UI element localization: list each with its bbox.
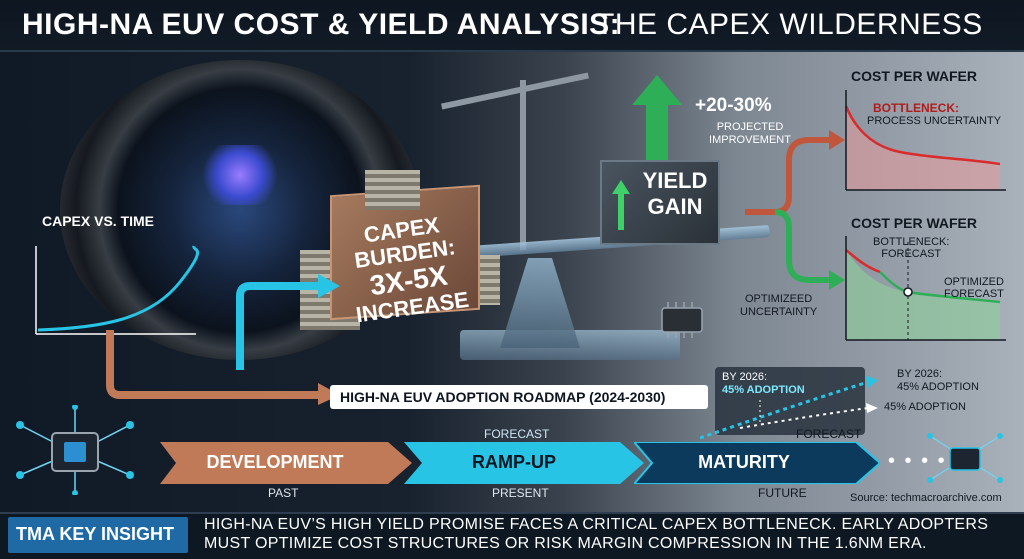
scale-pivot [500, 258, 580, 348]
cube-line: GAIN [647, 194, 703, 219]
yield-gain-text: YIELD GAIN [630, 168, 720, 220]
stage-arrow-shape [404, 442, 644, 484]
capex-chart-label: CAPEX VS. TIME [42, 213, 155, 229]
yield-percentage: +20-30% [695, 95, 772, 116]
roadmap-label: HIGH-NA EUV ADOPTION ROADMAP (2024-2030) [340, 389, 666, 405]
cost-top-line [844, 105, 1001, 166]
yield-subtitle: PROJECTED IMPROVEMENT [709, 121, 791, 146]
page-title-bold: HIGH-NA EUV COST & YIELD ANALYSIS: [22, 8, 621, 41]
insight-text: HIGH-NA EUV’S HIGH YIELD PROMISE FACES A… [204, 516, 989, 552]
insight-label-box [8, 517, 188, 553]
capex-curve-chart [35, 245, 200, 335]
optimized-forecast-line: OPTIMIZED [944, 276, 1004, 288]
cost-chart-top [844, 90, 1006, 191]
stage-arrow-rampup [404, 442, 644, 484]
cost-chart-top-title: COST PER WAFER [851, 68, 978, 84]
adoption-callout-value: 45% ADOPTION [722, 384, 805, 396]
glowing-chip-icon [200, 145, 280, 205]
forecast-left-label: FORECAST [484, 427, 550, 441]
stage-development-label: DEVELOPMENT [206, 452, 344, 472]
adoption-right-label: BY 2026: 45% ADOPTION [897, 368, 979, 394]
forecast-right-label: FORECAST [796, 427, 862, 441]
bottleneck-label: BOTTLENECK: [873, 101, 959, 115]
adoption-right-line: BY 2026: [897, 368, 943, 380]
bottleneck-sub-label: PROCESS UNCERTAINTY [867, 115, 1002, 127]
red-split-arrow [745, 137, 831, 215]
bottleneck-forecast-line: FORECAST [881, 248, 942, 260]
optimized-forecast-line: FORECAST [944, 288, 1004, 300]
small-green-arrow-icon [612, 180, 630, 230]
copper-connector-line [106, 330, 320, 399]
forecast-point-marker [903, 287, 913, 297]
stage-maturity-label: MATURITY [698, 452, 790, 472]
stage-rampup-label: RAMP-UP [472, 452, 556, 472]
network-chip-icon [927, 433, 1003, 483]
adoption-callout-line: BY 2026: [722, 371, 768, 383]
adoption-right-line: 45% ADOPTION [897, 381, 979, 393]
optimized-uncertainty-label: OPTIMIZEED UNCERTAINTY [740, 293, 817, 319]
cyan-arrow-head-icon [866, 376, 878, 388]
stage-arrow-shape [634, 442, 880, 484]
bottleneck-forecast-line: BOTTLENECK: [873, 236, 950, 248]
red-arrow-head-icon [829, 130, 845, 150]
title-bar [0, 0, 1024, 52]
green-up-arrow-icon [632, 75, 682, 165]
stage-time-future: FUTURE [758, 486, 807, 500]
white-arrow-head-icon [866, 403, 878, 413]
insight-label: TMA KEY INSIGHT [16, 524, 175, 544]
optimized-uncertainty-line: OPTIMIZEED [744, 293, 813, 305]
green-arrow-head-icon [829, 270, 845, 290]
cost-bottom-red-line [845, 249, 881, 274]
capex-curve [37, 245, 200, 332]
copper-arrow-head-icon [318, 383, 340, 405]
adoption-lower-label: 45% ADOPTION [884, 401, 966, 413]
split-arrows [745, 130, 845, 290]
cyan-connector-line [236, 282, 320, 370]
cost-top-area [846, 106, 1000, 190]
green-split-arrow [774, 209, 831, 283]
cost-chart-bottom-title: COST PER WAFER [851, 215, 978, 231]
stage-time-present: PRESENT [492, 486, 549, 500]
stage-arrow-shape [160, 442, 412, 484]
bottleneck-forecast-label: BOTTLENECK: FORECAST [873, 236, 949, 260]
scale-top-bar [441, 72, 589, 110]
capex-burden-text: CAPEX BURDEN: 3X-5X INCREASE [336, 209, 479, 328]
adoption-forecast-line-white [739, 407, 869, 429]
page-title-light: THE CAPEX WILDERNESS [596, 8, 983, 41]
money-stack-icon [365, 170, 420, 210]
copper-connector-arrow [106, 330, 340, 405]
source-credit: Source: techmacroarchive.com [850, 492, 1002, 504]
scale-hanger [520, 80, 526, 250]
stage-time-past: PAST [268, 486, 299, 500]
continuation-dots: • • • • [888, 450, 947, 472]
cube-line: YIELD [642, 168, 708, 193]
small-chip-icon [661, 302, 703, 338]
adoption-dotted-lines [700, 376, 878, 440]
optimized-uncertainty-line: UNCERTAINTY [740, 306, 818, 318]
stage-arrow-development [160, 442, 412, 484]
stage-arrow-maturity [634, 442, 880, 484]
optimized-forecast-label: OPTIMIZED FORECAST [944, 276, 1004, 300]
circuit-chip-icon [16, 405, 134, 495]
cyan-connector-arrow [236, 274, 340, 370]
roadmap-label-box [330, 385, 708, 409]
cost-chart-bottom [845, 236, 1006, 341]
adoption-forecast-line-cyan [700, 380, 869, 440]
cyan-arrow-head-icon [318, 274, 340, 298]
